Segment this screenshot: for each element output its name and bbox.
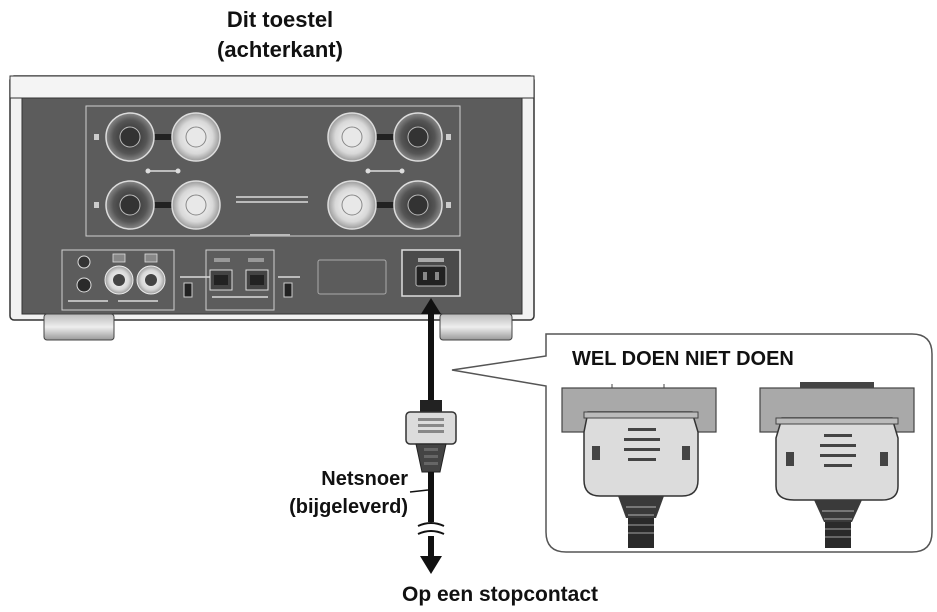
foot-right bbox=[439, 313, 513, 341]
correct-connection-example bbox=[561, 384, 717, 548]
comparison-callout bbox=[451, 333, 933, 553]
plug-fully-inserted bbox=[583, 411, 699, 497]
speaker-terminals bbox=[94, 112, 451, 236]
arrow-down-icon bbox=[420, 556, 442, 574]
control-ports-section bbox=[205, 249, 275, 311]
power-plug bbox=[405, 411, 457, 445]
ac-inlet bbox=[401, 249, 461, 297]
power-cord-label-line2: (bijgeleverd) bbox=[289, 496, 408, 518]
comparison-label: WEL DOEN NIET DOEN bbox=[572, 348, 794, 370]
wall-outlet-label: Op een stopcontact bbox=[401, 583, 599, 606]
amplifier-rear-view bbox=[9, 75, 535, 341]
unit-title-line2: (achterkant) bbox=[217, 37, 343, 62]
auto-switch bbox=[283, 282, 293, 298]
analog-input-section bbox=[61, 249, 175, 311]
plug-not-fully-inserted bbox=[775, 417, 899, 501]
incorrect-connection-example bbox=[759, 382, 915, 548]
rating-plate bbox=[317, 259, 387, 295]
power-cord bbox=[405, 298, 457, 574]
foot-left bbox=[43, 313, 115, 341]
power-cord-label-line1: Netsnoer bbox=[321, 468, 408, 490]
unit-title-line1: Dit toestel bbox=[226, 7, 334, 32]
mode-switch bbox=[183, 282, 193, 298]
arrow-up-icon bbox=[421, 298, 441, 314]
